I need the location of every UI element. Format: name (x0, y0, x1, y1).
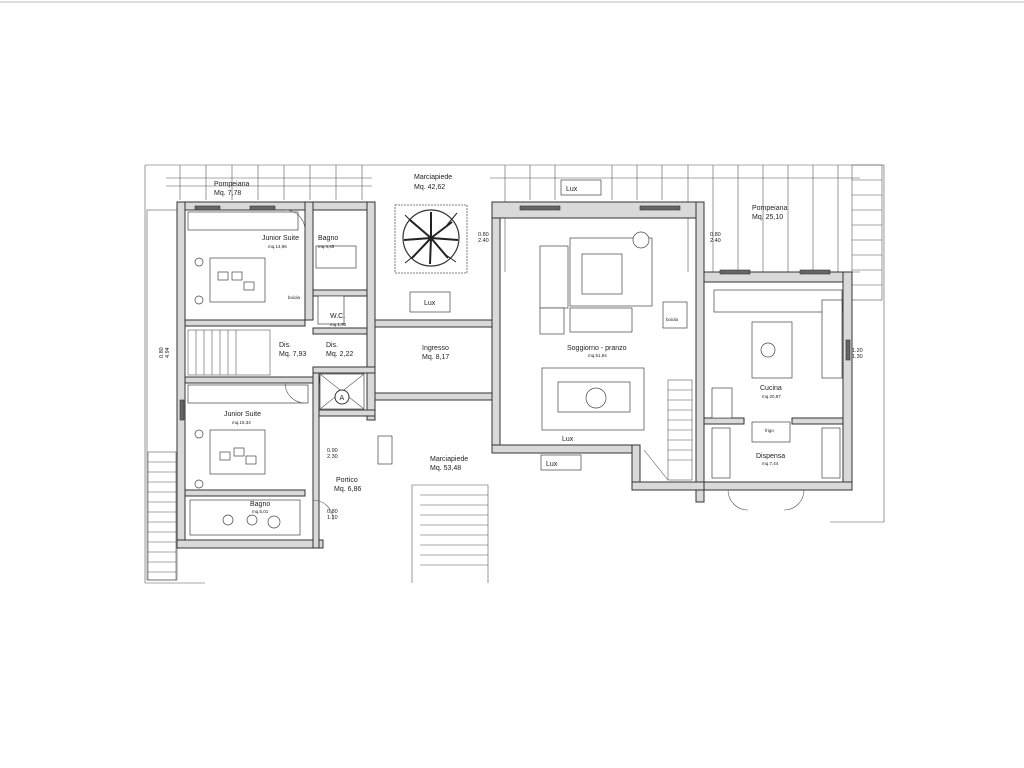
area-pompeiana-right: Mq. 25,10 (752, 214, 783, 221)
area-cucina: mq.20,87 (762, 394, 781, 399)
tree-icon (394, 204, 468, 274)
shower-a (319, 373, 365, 410)
label-dis-1: Dis. (279, 342, 291, 349)
label-ingresso: Ingresso (422, 345, 449, 352)
door-swings (284, 209, 805, 521)
area-junior-suite-2: mq.15,34 (232, 420, 251, 425)
label-cucina: Cucina (760, 385, 782, 392)
area-soggiorno: mq.51,84 (588, 353, 607, 358)
dining-table (541, 367, 645, 431)
wardrobes (187, 211, 309, 404)
room-labels: Pompeiana Mq. 7,78 Marciapiede Mq. 42,62… (214, 174, 788, 514)
bed-2 (194, 429, 266, 489)
label-pompeiana-right: Pompeiana (752, 205, 788, 212)
bathroom-fixtures (189, 245, 357, 536)
area-junior-suite-1: mq.14,96 (268, 244, 287, 249)
area-bagno-1: mq.4,45 (318, 244, 335, 249)
lux-label-1: Lux (424, 300, 436, 307)
area-pompeiana-left: Mq. 7,78 (214, 190, 241, 197)
frigo-label: frigo (765, 428, 774, 433)
label-portico: Portico (336, 477, 358, 484)
dim-left: 0.804.94 (159, 347, 171, 358)
lux-label-3: Lux (562, 436, 574, 443)
area-portico: Mq. 6,86 (334, 486, 361, 493)
area-dis-2: Mq. 2,22 (326, 351, 353, 358)
label-bagno-2: Bagno (250, 501, 270, 508)
shower-a-label: A (340, 395, 345, 402)
label-marciapiede-bottom: Marciapiede (430, 456, 468, 463)
sofa-group (539, 231, 688, 335)
label-junior-suite-1: Junior Suite (262, 235, 299, 242)
area-dis-1: Mq. 7,93 (279, 351, 306, 358)
label-soggiorno: Soggiorno - pranzo (567, 345, 627, 352)
label-wc: W.C. (330, 313, 345, 320)
label-dispensa: Dispensa (756, 453, 785, 460)
interior-stairs (187, 329, 693, 481)
label-dis-2: Dis. (326, 342, 338, 349)
label-pompeiana-left: Pompeiana (214, 181, 250, 188)
label-marciapiede-top: Marciapiede (414, 174, 452, 181)
area-wc: mq.1,90 (330, 322, 347, 327)
area-ingresso: Mq. 8,17 (422, 354, 449, 361)
front-steps (420, 494, 488, 566)
area-dispensa: mq.7,44 (762, 461, 779, 466)
area-bagno-2: mq.5,01 (252, 509, 269, 514)
area-marciapiede-bottom: Mq. 53,48 (430, 465, 461, 472)
bobola-label-2: boiola (666, 317, 679, 322)
area-marciapiede-top: Mq. 42,62 (414, 184, 445, 191)
site-outline (144, 164, 885, 584)
walls-left-wing (176, 201, 376, 549)
lux-label-4: Lux (546, 461, 558, 468)
kitchen-fixtures (711, 289, 843, 479)
pergola-left (166, 165, 372, 200)
label-bagno-1: Bagno (318, 235, 338, 242)
windows (179, 205, 851, 421)
lux-label-2: Lux (566, 186, 578, 193)
label-junior-suite-2: Junior Suite (224, 411, 261, 418)
bobola-label-1: boiola (288, 295, 301, 300)
bed-1 (194, 257, 266, 305)
lux-skylights (377, 179, 602, 471)
